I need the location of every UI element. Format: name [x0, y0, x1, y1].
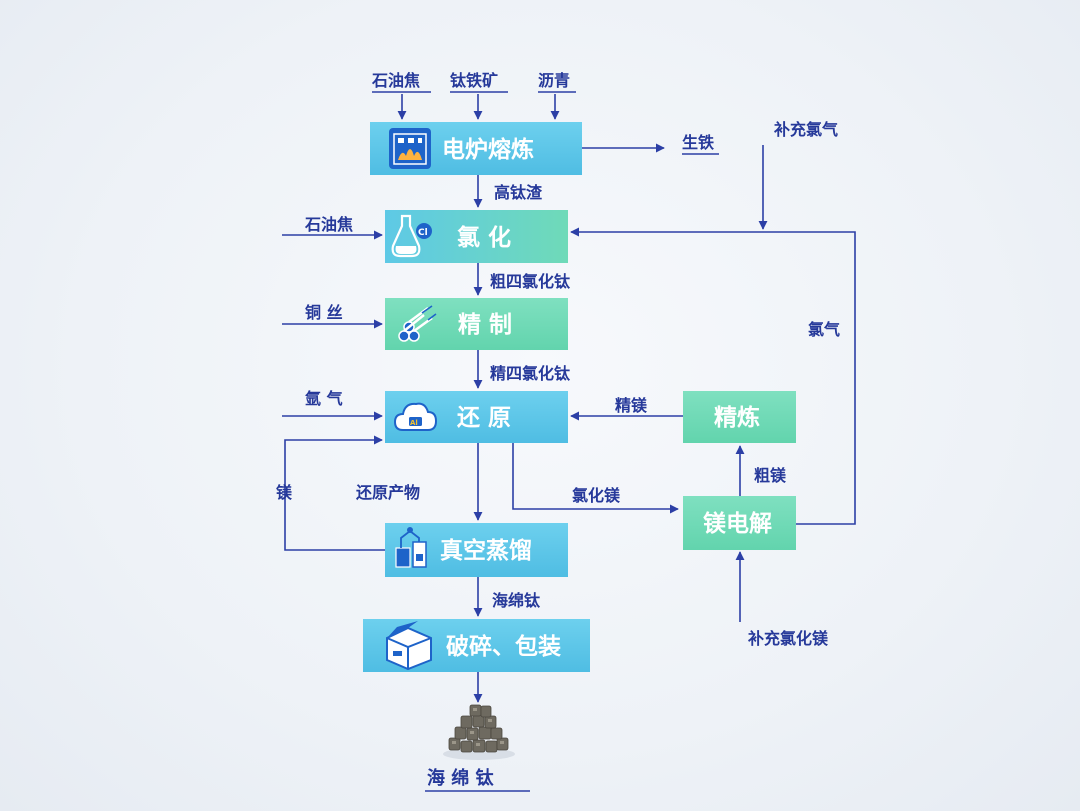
furnace-icon	[389, 128, 431, 169]
final-product: 海 绵 钛	[425, 767, 530, 792]
process-label-crushing-packaging: 破碎、包装	[446, 633, 561, 660]
input-petroleum-coke: 石油焦	[371, 71, 420, 90]
flow-mgcl2: 氯化镁	[572, 486, 620, 505]
process-box-electric-furnace-smelting: 电炉熔炼	[370, 122, 582, 175]
flow-high-ti-slag: 高钛渣	[494, 183, 543, 202]
input-ilmenite: 钛铁矿	[450, 71, 498, 90]
final-product-label: 海 绵 钛	[427, 767, 495, 789]
svg-text:Al: Al	[410, 419, 418, 427]
flow-crude-ticl4: 粗四氯化钛	[490, 272, 571, 291]
cloud-icon: Al	[393, 402, 438, 431]
flow-refined-mg: 精镁	[615, 396, 647, 415]
input-argon: 氩 气	[304, 389, 343, 408]
process-label-mg-electrolysis: 镁电解	[703, 510, 772, 537]
distillation-apparatus-icon	[395, 527, 427, 568]
flow-pig-iron: 生铁	[682, 133, 714, 152]
package-box-icon	[386, 621, 432, 671]
process-box-crushing-packaging: 破碎、包装	[363, 619, 590, 672]
svg-text:Cl: Cl	[418, 228, 428, 238]
process-label-reduction: 还 原	[457, 405, 511, 431]
flow-crude-mg: 粗镁	[754, 466, 786, 485]
process-label-chlorination: 氯 化	[457, 224, 511, 251]
flow-magnesium: 镁	[276, 483, 292, 502]
flow-reduction-product: 还原产物	[355, 483, 420, 502]
input-supplement-mgcl2: 补充氯化镁	[747, 629, 828, 648]
flow-chlorine: 氯气	[808, 320, 840, 339]
process-box-reduction: Al 还 原	[385, 391, 568, 443]
process-label-refining: 精 制	[458, 312, 512, 338]
flow-refined-ticl4: 精四氯化钛	[490, 364, 571, 383]
pipes-icon	[398, 305, 437, 342]
chlorine-flask-icon: Cl	[391, 214, 432, 258]
process-box-chlorination: Cl 氯 化	[385, 210, 568, 263]
flow-sponge-ti: 海绵钛	[492, 591, 541, 610]
process-box-mg-refining: 精炼	[683, 391, 796, 443]
input-labels: 石油焦 钛铁矿 沥青 石油焦 铜 丝 氩 气 补充氯气 补充氯化镁	[304, 71, 838, 648]
input-asphalt: 沥青	[538, 71, 570, 90]
process-box-mg-electrolysis: 镁电解	[683, 496, 796, 550]
process-box-refining: 精 制	[385, 298, 568, 350]
flow-labels: 生铁 高钛渣 粗四氯化钛 精四氯化钛 精镁 粗镁 氯化镁 氯气 镁 还原产物 海…	[276, 133, 840, 610]
process-box-vacuum-distillation: 真空蒸馏	[385, 523, 568, 577]
input-petroleum-coke-2: 石油焦	[304, 215, 353, 234]
flow-lines	[282, 94, 856, 703]
process-label-vacuum-distillation: 真空蒸馏	[440, 537, 532, 564]
process-label-mg-refining: 精炼	[714, 404, 760, 431]
process-label-electric-furnace-smelting: 电炉熔炼	[442, 136, 534, 163]
input-copper-wire: 铜 丝	[305, 303, 343, 322]
sponge-titanium-pellets-icon	[443, 704, 515, 760]
input-supplement-chlorine: 补充氯气	[773, 120, 838, 139]
